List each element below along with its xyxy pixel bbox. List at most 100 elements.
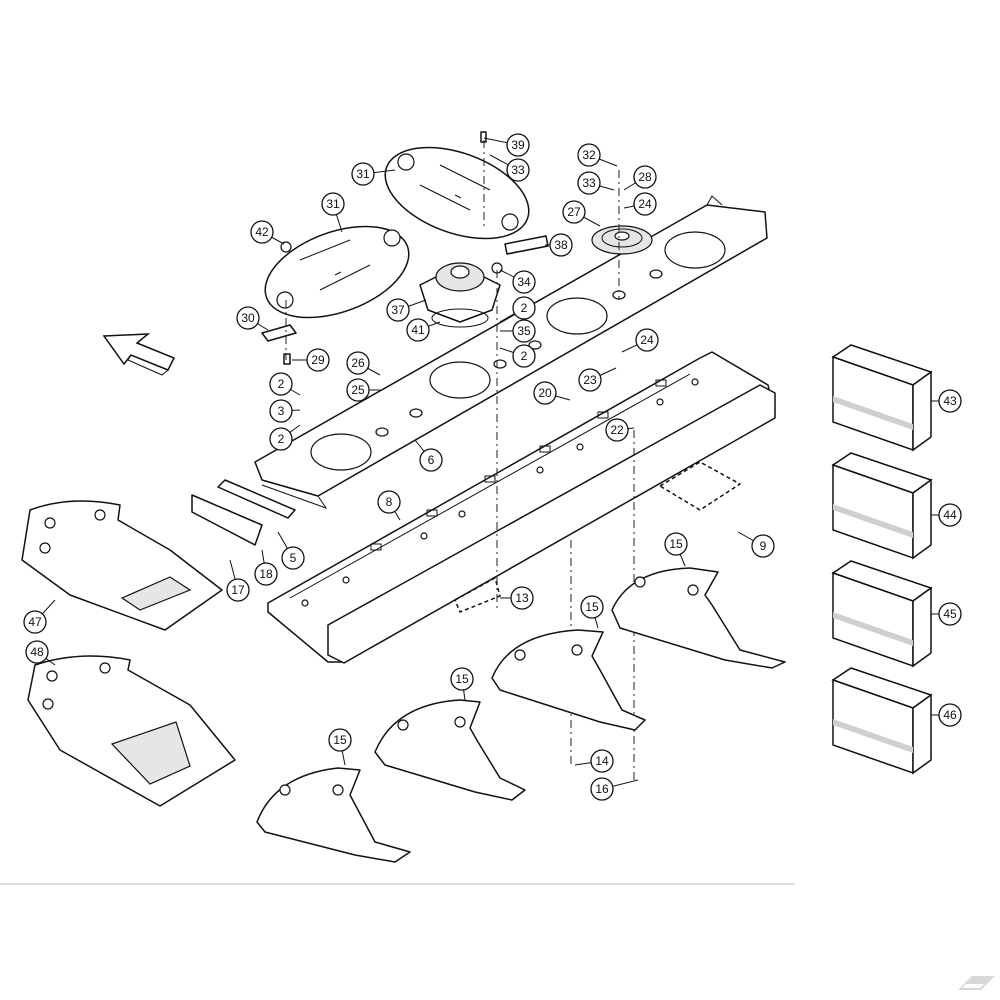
callout-43: 43 (931, 389, 962, 413)
skid-plate-48 (27, 655, 236, 807)
callout-circle (562, 200, 586, 224)
kit-box-46 (831, 667, 933, 775)
callout-circle (751, 534, 775, 558)
callout-26: 26 (346, 351, 381, 376)
callout-label: 8 (386, 495, 393, 509)
callout-15: 15 (450, 667, 474, 701)
callout-label: 43 (943, 394, 957, 408)
callout-label: 2 (521, 349, 528, 363)
skid-shoe-4 (256, 767, 411, 863)
callout-32: 32 (577, 143, 618, 167)
lower-cutter-bar (267, 351, 776, 664)
hardware (191, 131, 549, 546)
callout-circle (506, 158, 530, 182)
callout-label: 15 (455, 672, 469, 686)
callout-9: 9 (737, 531, 775, 558)
cutting-disc-right (384, 146, 530, 240)
callout-circle (938, 703, 962, 727)
callout-label: 13 (515, 591, 529, 605)
callout-17: 17 (226, 559, 250, 602)
callout-circle (590, 749, 614, 773)
skid-shoe-1 (611, 567, 786, 669)
skid-shoe-3 (374, 699, 526, 801)
callout-48: 48 (25, 640, 56, 666)
callout-label: 14 (595, 754, 609, 768)
callout-2: 2 (499, 296, 536, 323)
callout-label: 27 (567, 205, 581, 219)
callout-circle (549, 233, 573, 257)
callout-label: 2 (278, 377, 285, 391)
callout-label: 31 (326, 197, 340, 211)
callout-label: 5 (290, 551, 297, 565)
callout-24: 24 (621, 328, 659, 353)
callout-label: 33 (582, 176, 596, 190)
callout-circle (346, 351, 370, 375)
callout-label: 24 (640, 333, 654, 347)
brand-logo-icon (958, 976, 995, 990)
callout-label: 44 (943, 508, 957, 522)
callout-circle (328, 728, 352, 752)
kit-box-44 (831, 452, 933, 560)
callout-circle (938, 389, 962, 413)
gear-27 (591, 225, 653, 255)
callout-39: 39 (483, 133, 530, 157)
callout-circle (512, 270, 536, 294)
callout-label: 6 (428, 453, 435, 467)
callout-label: 15 (585, 600, 599, 614)
callout-circle (346, 378, 370, 402)
callout-47: 47 (23, 599, 56, 634)
callout-label: 29 (311, 353, 325, 367)
callout-label: 46 (943, 708, 957, 722)
callout-35: 35 (500, 319, 536, 343)
callout-circle (938, 503, 962, 527)
callout-37: 37 (386, 298, 427, 322)
callout-circle (635, 328, 659, 352)
callout-label: 2 (278, 432, 285, 446)
callout-circle (633, 165, 657, 189)
callout-31: 31 (321, 192, 345, 233)
callout-circle (281, 546, 305, 570)
callout-label: 15 (669, 537, 683, 551)
callout-label: 23 (583, 373, 597, 387)
callout-circle (533, 381, 557, 405)
callout-44: 44 (931, 503, 962, 527)
callout-label: 18 (259, 567, 273, 581)
callout-label: 41 (411, 323, 425, 337)
callout-label: 42 (255, 225, 269, 239)
callout-circle (633, 192, 657, 216)
callout-circle (269, 372, 293, 396)
callout-34: 34 (499, 269, 536, 294)
callout-circle (664, 532, 688, 556)
callout-circle (226, 578, 250, 602)
callout-circle (512, 319, 536, 343)
upper-cutter-bar (254, 195, 768, 509)
callout-label: 22 (610, 423, 624, 437)
callout-33: 33 (489, 154, 530, 182)
callout-circle (512, 344, 536, 368)
callout-circle (321, 192, 345, 216)
callout-24: 24 (623, 192, 657, 216)
callout-2: 2 (269, 424, 301, 451)
callout-label: 47 (28, 615, 42, 629)
callout-circle (23, 610, 47, 634)
callout-3: 3 (269, 399, 301, 423)
callout-33: 33 (577, 171, 615, 195)
callout-22: 22 (605, 418, 635, 442)
callout-label: 35 (517, 324, 531, 338)
callout-label: 15 (333, 733, 347, 747)
callout-circle (580, 595, 604, 619)
callout-label: 39 (511, 138, 525, 152)
callout-circle (512, 296, 536, 320)
callout-label: 2 (521, 301, 528, 315)
callout-2: 2 (269, 372, 301, 396)
callout-label: 17 (231, 583, 245, 597)
callout-13: 13 (500, 586, 534, 610)
kit-box-45 (831, 560, 933, 668)
callout-label: 32 (582, 148, 596, 162)
callout-circle (306, 348, 330, 372)
kit-box-43 (831, 344, 933, 452)
callout-label: 34 (517, 275, 531, 289)
callout-27: 27 (562, 200, 601, 227)
